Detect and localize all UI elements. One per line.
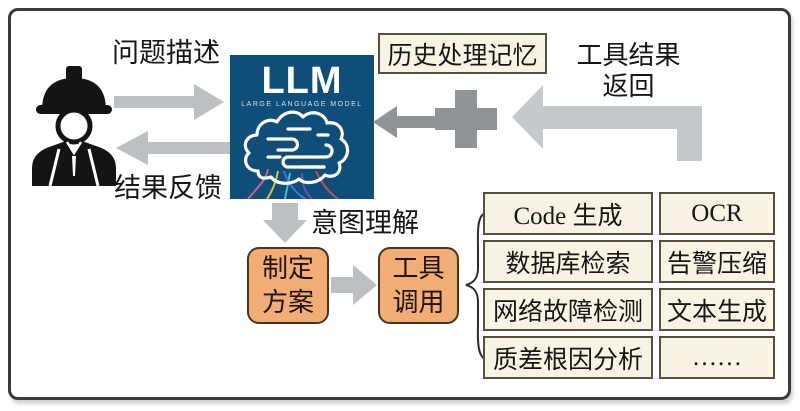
- worker-icon: [32, 66, 116, 186]
- plan-box: 制定 方案: [247, 247, 329, 324]
- tool-box-more: ……: [659, 336, 775, 379]
- tool-result-return-label: 工具结果 返回: [556, 40, 701, 102]
- tool-call-box-line2: 调用: [392, 287, 445, 317]
- arrow-user-to-llm: [114, 84, 224, 120]
- problem-description-label: 问题描述: [112, 38, 220, 68]
- tool-result-line1: 工具结果: [576, 41, 681, 70]
- llm-box: LLM LARGE LANGUAGE MODEL: [230, 55, 374, 199]
- tool-result-line2: 返回: [602, 72, 655, 102]
- result-feedback-label: 结果反馈: [114, 173, 222, 203]
- arrow-tool-result-return: [512, 85, 702, 161]
- tool-box-code-generation: Code 生成: [483, 192, 653, 235]
- intent-understanding-label: 意图理解: [311, 208, 419, 238]
- arrow-plan-to-toolcall: [331, 265, 377, 305]
- tool-call-box: 工具 调用: [378, 247, 459, 324]
- tool-box-alarm-compression: 告警压缩: [659, 240, 775, 283]
- tool-box-database-search: 数据库检索: [483, 240, 653, 283]
- arrow-llm-down: [263, 203, 307, 243]
- arrow-llm-to-user: [116, 131, 230, 165]
- plan-box-line1: 制定: [261, 253, 314, 283]
- llm-title: LLM: [261, 60, 343, 102]
- brain-icon: [243, 110, 350, 199]
- tool-box-text-generation: 文本生成: [659, 288, 775, 331]
- tool-box-quality-root-cause: 质差根因分析: [483, 336, 653, 379]
- tool-call-box-line1: 工具: [392, 253, 445, 283]
- brace: [465, 212, 488, 360]
- history-memory-box: 历史处理记忆: [378, 33, 547, 74]
- arrow-plus-to-llm: [373, 106, 435, 138]
- llm-subtitle: LARGE LANGUAGE MODEL: [241, 101, 363, 108]
- tool-box-ocr: OCR: [659, 192, 775, 235]
- plan-box-line2: 方案: [261, 287, 314, 317]
- diagram-border: [8, 8, 791, 400]
- tools-grid: Code 生成 OCR 数据库检索 告警压缩 网络故障检测 文本生成 质差根因分…: [483, 192, 775, 379]
- tool-box-network-fault-detection: 网络故障检测: [483, 288, 653, 331]
- plus-icon: [435, 90, 497, 148]
